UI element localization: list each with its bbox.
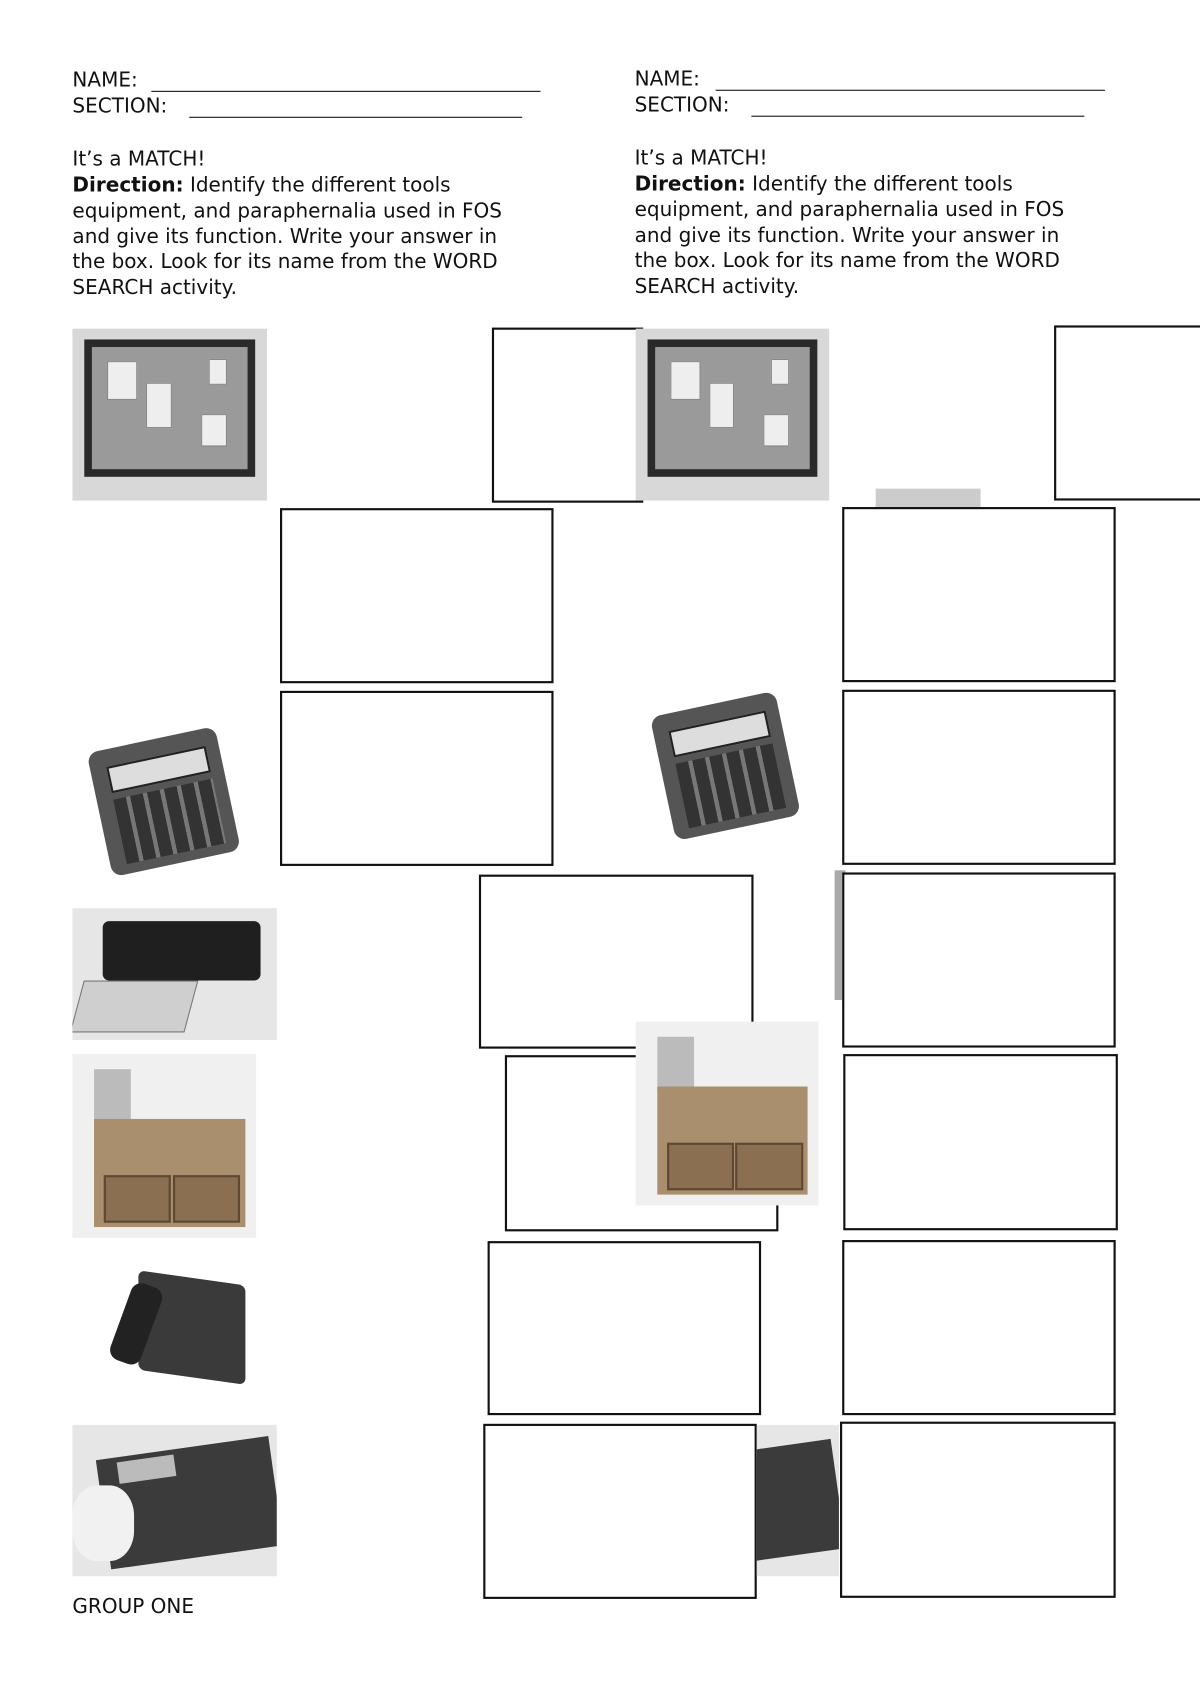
direction-line: Direction: Identify the different tools <box>72 173 450 198</box>
direction-text: Identify the different tools <box>745 172 1013 196</box>
section-answer-line[interactable] <box>751 115 1085 117</box>
direction-text: SEARCH activity. <box>634 275 800 299</box>
calculator-image <box>81 722 249 885</box>
calculator-image <box>645 686 809 849</box>
worksheet-title: It’s a MATCH! <box>634 147 768 170</box>
image-fragment <box>834 870 846 1001</box>
answer-box[interactable] <box>842 872 1116 1048</box>
fax-machine-image <box>72 1424 277 1577</box>
direction-text: the box. Look for its name from the WORD <box>72 250 498 274</box>
answer-box[interactable] <box>280 508 554 684</box>
direction-text: and give its function. Write your answer… <box>72 225 498 249</box>
direction-text: equipment, and paraphernalia used in FOS <box>634 198 1065 222</box>
telephone-image <box>75 1264 255 1390</box>
section-label: SECTION: <box>72 95 168 118</box>
answer-box[interactable] <box>843 1054 1118 1231</box>
group-label: GROUP ONE <box>72 1595 194 1619</box>
direction-line: Direction: Identify the different tools <box>635 172 1013 197</box>
answer-box[interactable] <box>840 1421 1116 1598</box>
bulletin-board-image <box>72 328 268 501</box>
worksheet-title: It’s a MATCH! <box>72 148 206 171</box>
answer-box[interactable] <box>478 874 754 1049</box>
section-label: SECTION: <box>634 94 730 117</box>
printer-image <box>72 908 277 1041</box>
answer-box[interactable] <box>842 689 1116 865</box>
direction-text: Identify the different tools <box>183 174 451 197</box>
direction-text: SEARCH activity. <box>72 276 237 300</box>
answer-box[interactable] <box>483 1423 757 1599</box>
section-answer-line[interactable] <box>189 116 523 118</box>
name-answer-line[interactable] <box>151 90 541 92</box>
bulletin-board-image <box>635 328 830 501</box>
answer-box[interactable] <box>280 690 554 866</box>
direction-label: Direction: <box>634 172 746 196</box>
answer-box[interactable] <box>491 327 644 503</box>
fax-machine-image-partial <box>756 1424 839 1577</box>
direction-text: and give its function. Write your answer… <box>634 224 1060 248</box>
answer-box[interactable] <box>842 1240 1116 1416</box>
direction-text: the box. Look for its name from the WORD <box>634 249 1060 273</box>
name-label: NAME: <box>72 69 138 92</box>
answer-box[interactable] <box>487 1241 762 1416</box>
desk-organizer-image <box>635 1021 819 1206</box>
answer-box[interactable] <box>1054 325 1200 501</box>
name-answer-line[interactable] <box>715 89 1105 91</box>
name-label: NAME: <box>634 68 700 91</box>
direction-label: Direction: <box>72 174 184 197</box>
desk-organizer-image <box>72 1054 257 1238</box>
direction-text: equipment, and paraphernalia used in FOS <box>72 200 503 223</box>
printer-image-partial <box>875 488 981 509</box>
answer-box[interactable] <box>842 507 1116 683</box>
